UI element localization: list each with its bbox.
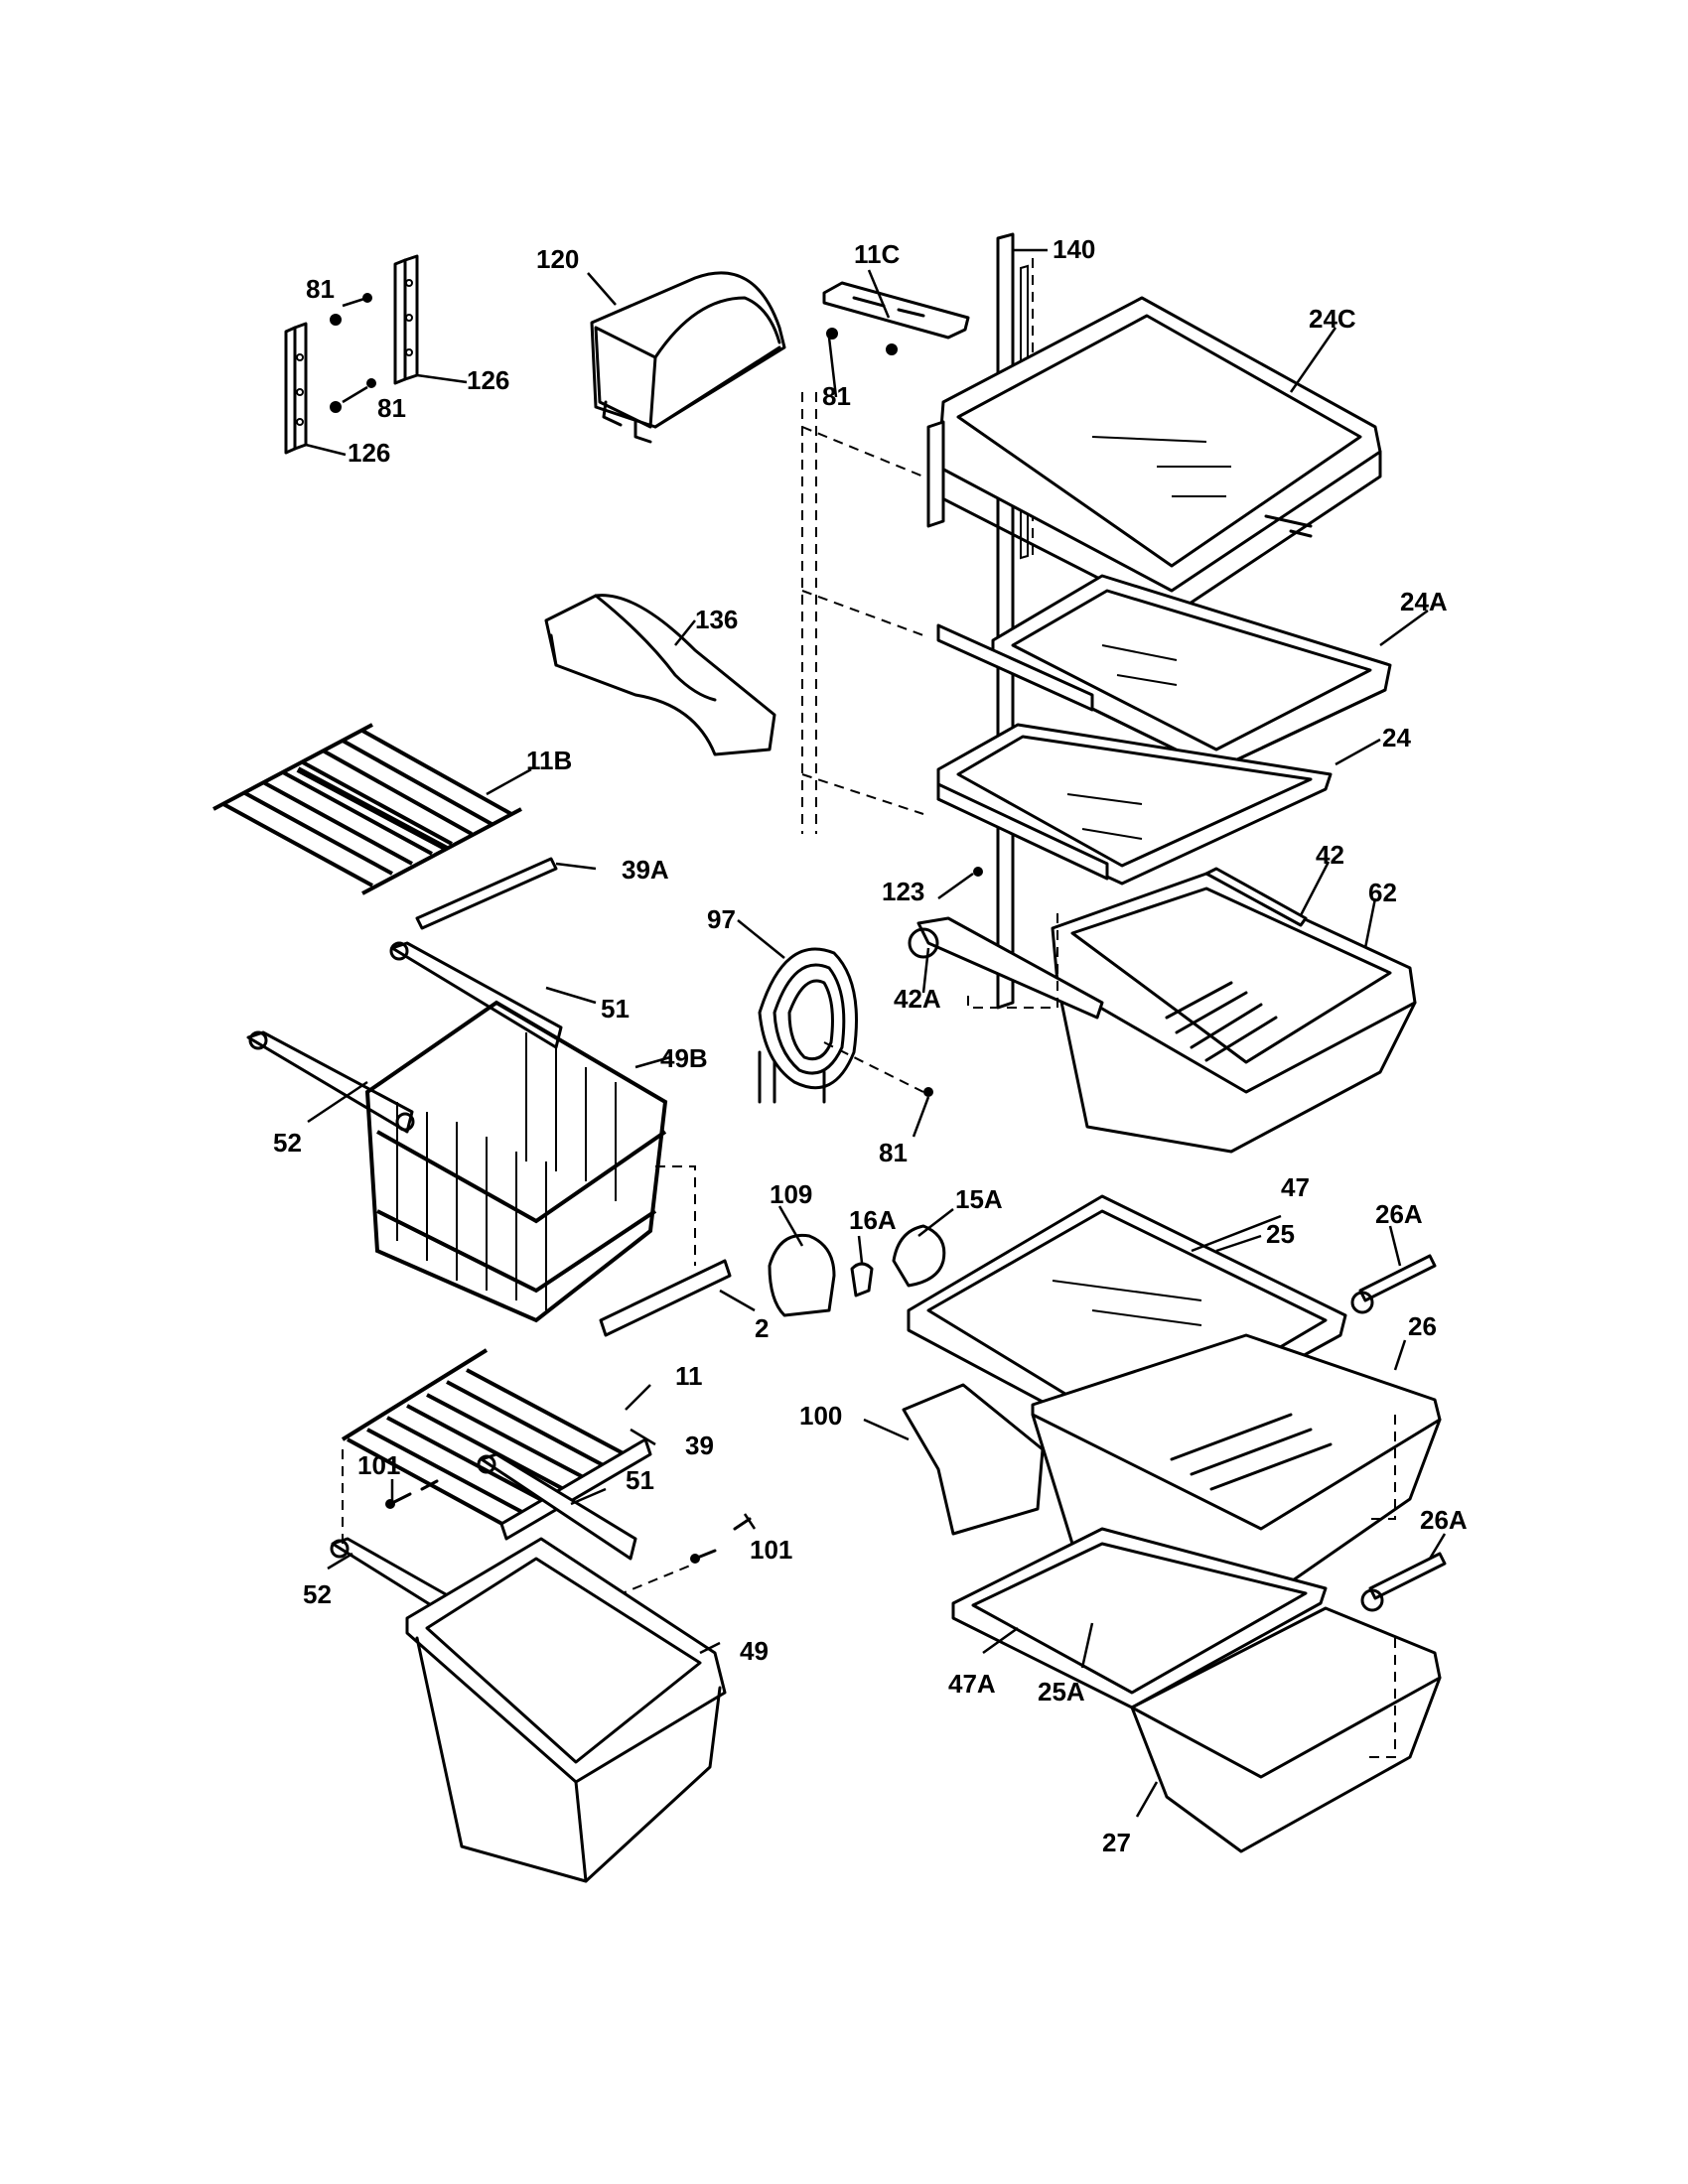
bin-49 (405, 1537, 727, 1883)
label-81a: 81 (306, 274, 335, 304)
crisper-62 (1051, 872, 1417, 1154)
bracket-126-right (393, 254, 419, 385)
label-81c: 81 (822, 381, 851, 411)
coil-97 (758, 947, 933, 1104)
label-109: 109 (770, 1179, 812, 1209)
label-24: 24 (1382, 723, 1411, 752)
callout-labels: 81 126 81 126 120 11C 140 81 24C 136 24A… (273, 234, 1468, 1857)
rail-51-upper (389, 941, 563, 1049)
label-11: 11 (675, 1361, 703, 1391)
part-136 (544, 594, 776, 756)
label-123: 123 (882, 877, 924, 906)
label-49b: 49B (660, 1043, 708, 1073)
label-42a: 42A (894, 984, 941, 1014)
tray-47a (951, 1527, 1328, 1709)
label-39: 39 (685, 1431, 714, 1460)
label-11c: 11C (854, 239, 900, 269)
label-52a: 52 (273, 1128, 302, 1158)
trim-39 (499, 1437, 652, 1541)
label-100: 100 (799, 1401, 842, 1431)
bracket-26a-upper (1350, 1254, 1437, 1314)
label-11b: 11B (526, 746, 572, 775)
leader-lines (305, 248, 1447, 1818)
label-126a: 126 (467, 365, 509, 395)
label-81d: 81 (879, 1138, 908, 1167)
shelf-bracket-11c (822, 281, 970, 355)
screw-81 (330, 293, 376, 413)
label-24c: 24C (1309, 304, 1356, 334)
shelf-24 (936, 723, 1333, 886)
light-cover-109 (768, 1233, 836, 1317)
label-136: 136 (695, 605, 738, 634)
label-51b: 51 (626, 1465, 654, 1495)
label-120: 120 (536, 244, 579, 274)
label-26: 26 (1408, 1311, 1437, 1341)
label-47a: 47A (948, 1669, 996, 1699)
label-51a: 51 (601, 994, 630, 1024)
label-2: 2 (755, 1313, 769, 1343)
label-25a: 25A (1038, 1677, 1085, 1706)
label-26a-1: 26A (1375, 1199, 1423, 1229)
label-81b: 81 (377, 393, 406, 423)
bulb-15a (892, 1224, 946, 1288)
door-bin-120 (590, 271, 786, 444)
rail-52-upper (246, 1030, 415, 1134)
label-15a: 15A (955, 1184, 1003, 1214)
label-24a: 24A (1400, 587, 1448, 616)
panel-100 (902, 1383, 1045, 1536)
label-16a: 16A (849, 1205, 897, 1235)
rail-42 (1204, 867, 1308, 927)
trim-2 (599, 1259, 732, 1337)
label-140: 140 (1053, 234, 1095, 264)
label-25: 25 (1266, 1219, 1295, 1249)
label-49: 49 (740, 1636, 769, 1666)
label-47: 47 (1281, 1172, 1310, 1202)
bracket-26a-lower (1360, 1552, 1447, 1612)
label-101a: 101 (357, 1450, 400, 1480)
trim-39a (415, 857, 558, 930)
wire-basket-49b (364, 1000, 668, 1323)
rail-51-lower (477, 1452, 637, 1561)
label-27: 27 (1102, 1828, 1131, 1857)
crisper-27 (1130, 1606, 1442, 1853)
screw-101 (385, 1479, 752, 1564)
shelf-ladder-dashed (801, 392, 817, 834)
label-101b: 101 (750, 1535, 792, 1565)
wire-shelf-11b (212, 723, 522, 895)
socket-16a (850, 1262, 874, 1297)
label-97: 97 (707, 904, 736, 934)
label-126b: 126 (348, 438, 390, 468)
label-52b: 52 (303, 1579, 332, 1609)
label-39a: 39A (622, 855, 669, 885)
label-26a-2: 26A (1420, 1505, 1468, 1535)
bracket-42a (908, 916, 1104, 1020)
label-62: 62 (1368, 878, 1397, 907)
shelf-24c (926, 296, 1382, 617)
bracket-126-left (284, 322, 308, 455)
label-42: 42 (1316, 840, 1344, 870)
